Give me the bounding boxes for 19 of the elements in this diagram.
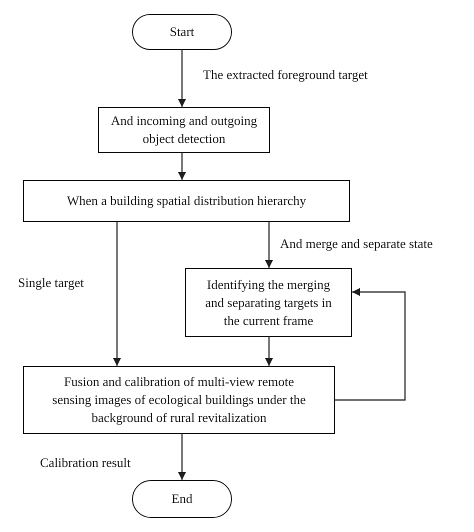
node-text: When a building spatial distribution hierarchy <box>66 192 306 210</box>
arrow <box>178 153 186 180</box>
process-box <box>23 366 335 434</box>
process-box <box>98 107 270 153</box>
process-box <box>185 268 352 337</box>
node-text: End <box>172 490 192 508</box>
arrow <box>265 337 273 366</box>
terminal-node <box>132 480 232 518</box>
arrow <box>335 288 406 401</box>
node-text: Start <box>170 23 194 41</box>
arrow <box>178 50 186 107</box>
node-text: Identifying the merging and separating targets in the current frame <box>204 276 333 330</box>
arrow <box>113 222 121 366</box>
node-text: Fusion and calibration of multi-view remote sensing images of ecological buildings under the background of rural revitalization <box>51 373 307 427</box>
node-text: And incoming and outgoing object detection <box>110 112 258 148</box>
terminal-node <box>132 14 232 50</box>
process-box <box>23 180 350 222</box>
arrow <box>265 222 273 268</box>
arrow <box>178 434 186 480</box>
